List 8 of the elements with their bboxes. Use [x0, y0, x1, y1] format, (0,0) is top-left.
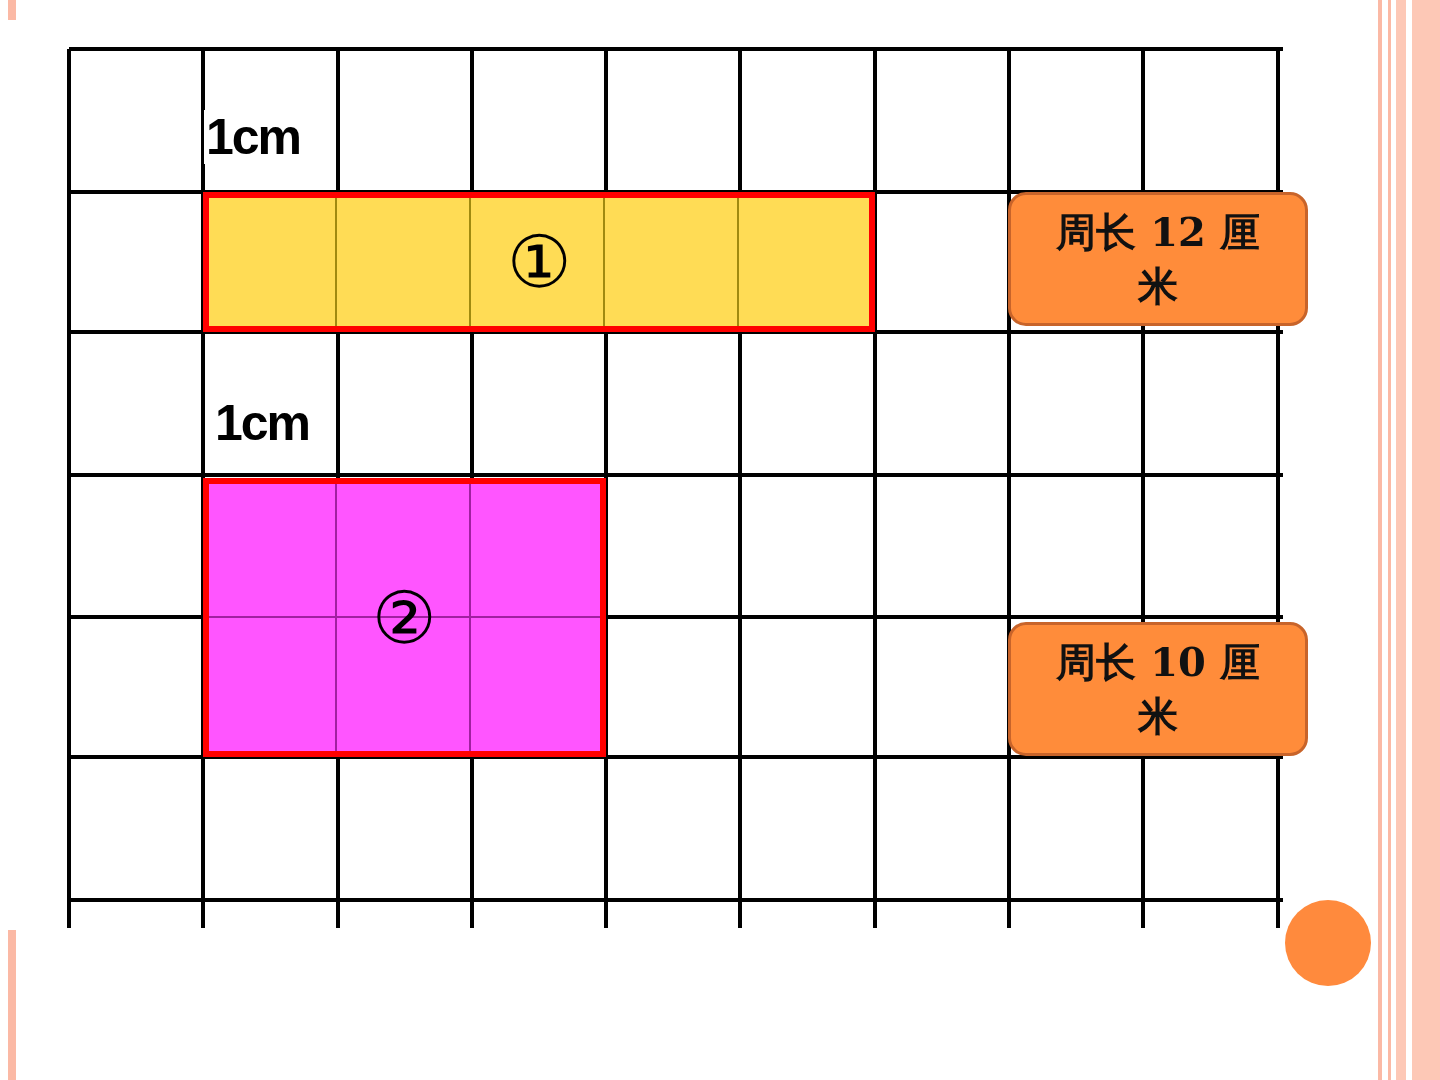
perimeter-callout — [1008, 622, 1308, 756]
rectangle-shape — [203, 192, 875, 332]
shape-number: ① — [506, 226, 572, 298]
perimeter-callout — [1008, 192, 1308, 326]
perimeter-text: 周长 10 厘米 — [1055, 637, 1261, 741]
perimeter-text: 周长 12 厘米 — [1055, 207, 1261, 311]
shape-number: ② — [372, 581, 437, 654]
rectangle-shape — [203, 478, 606, 757]
